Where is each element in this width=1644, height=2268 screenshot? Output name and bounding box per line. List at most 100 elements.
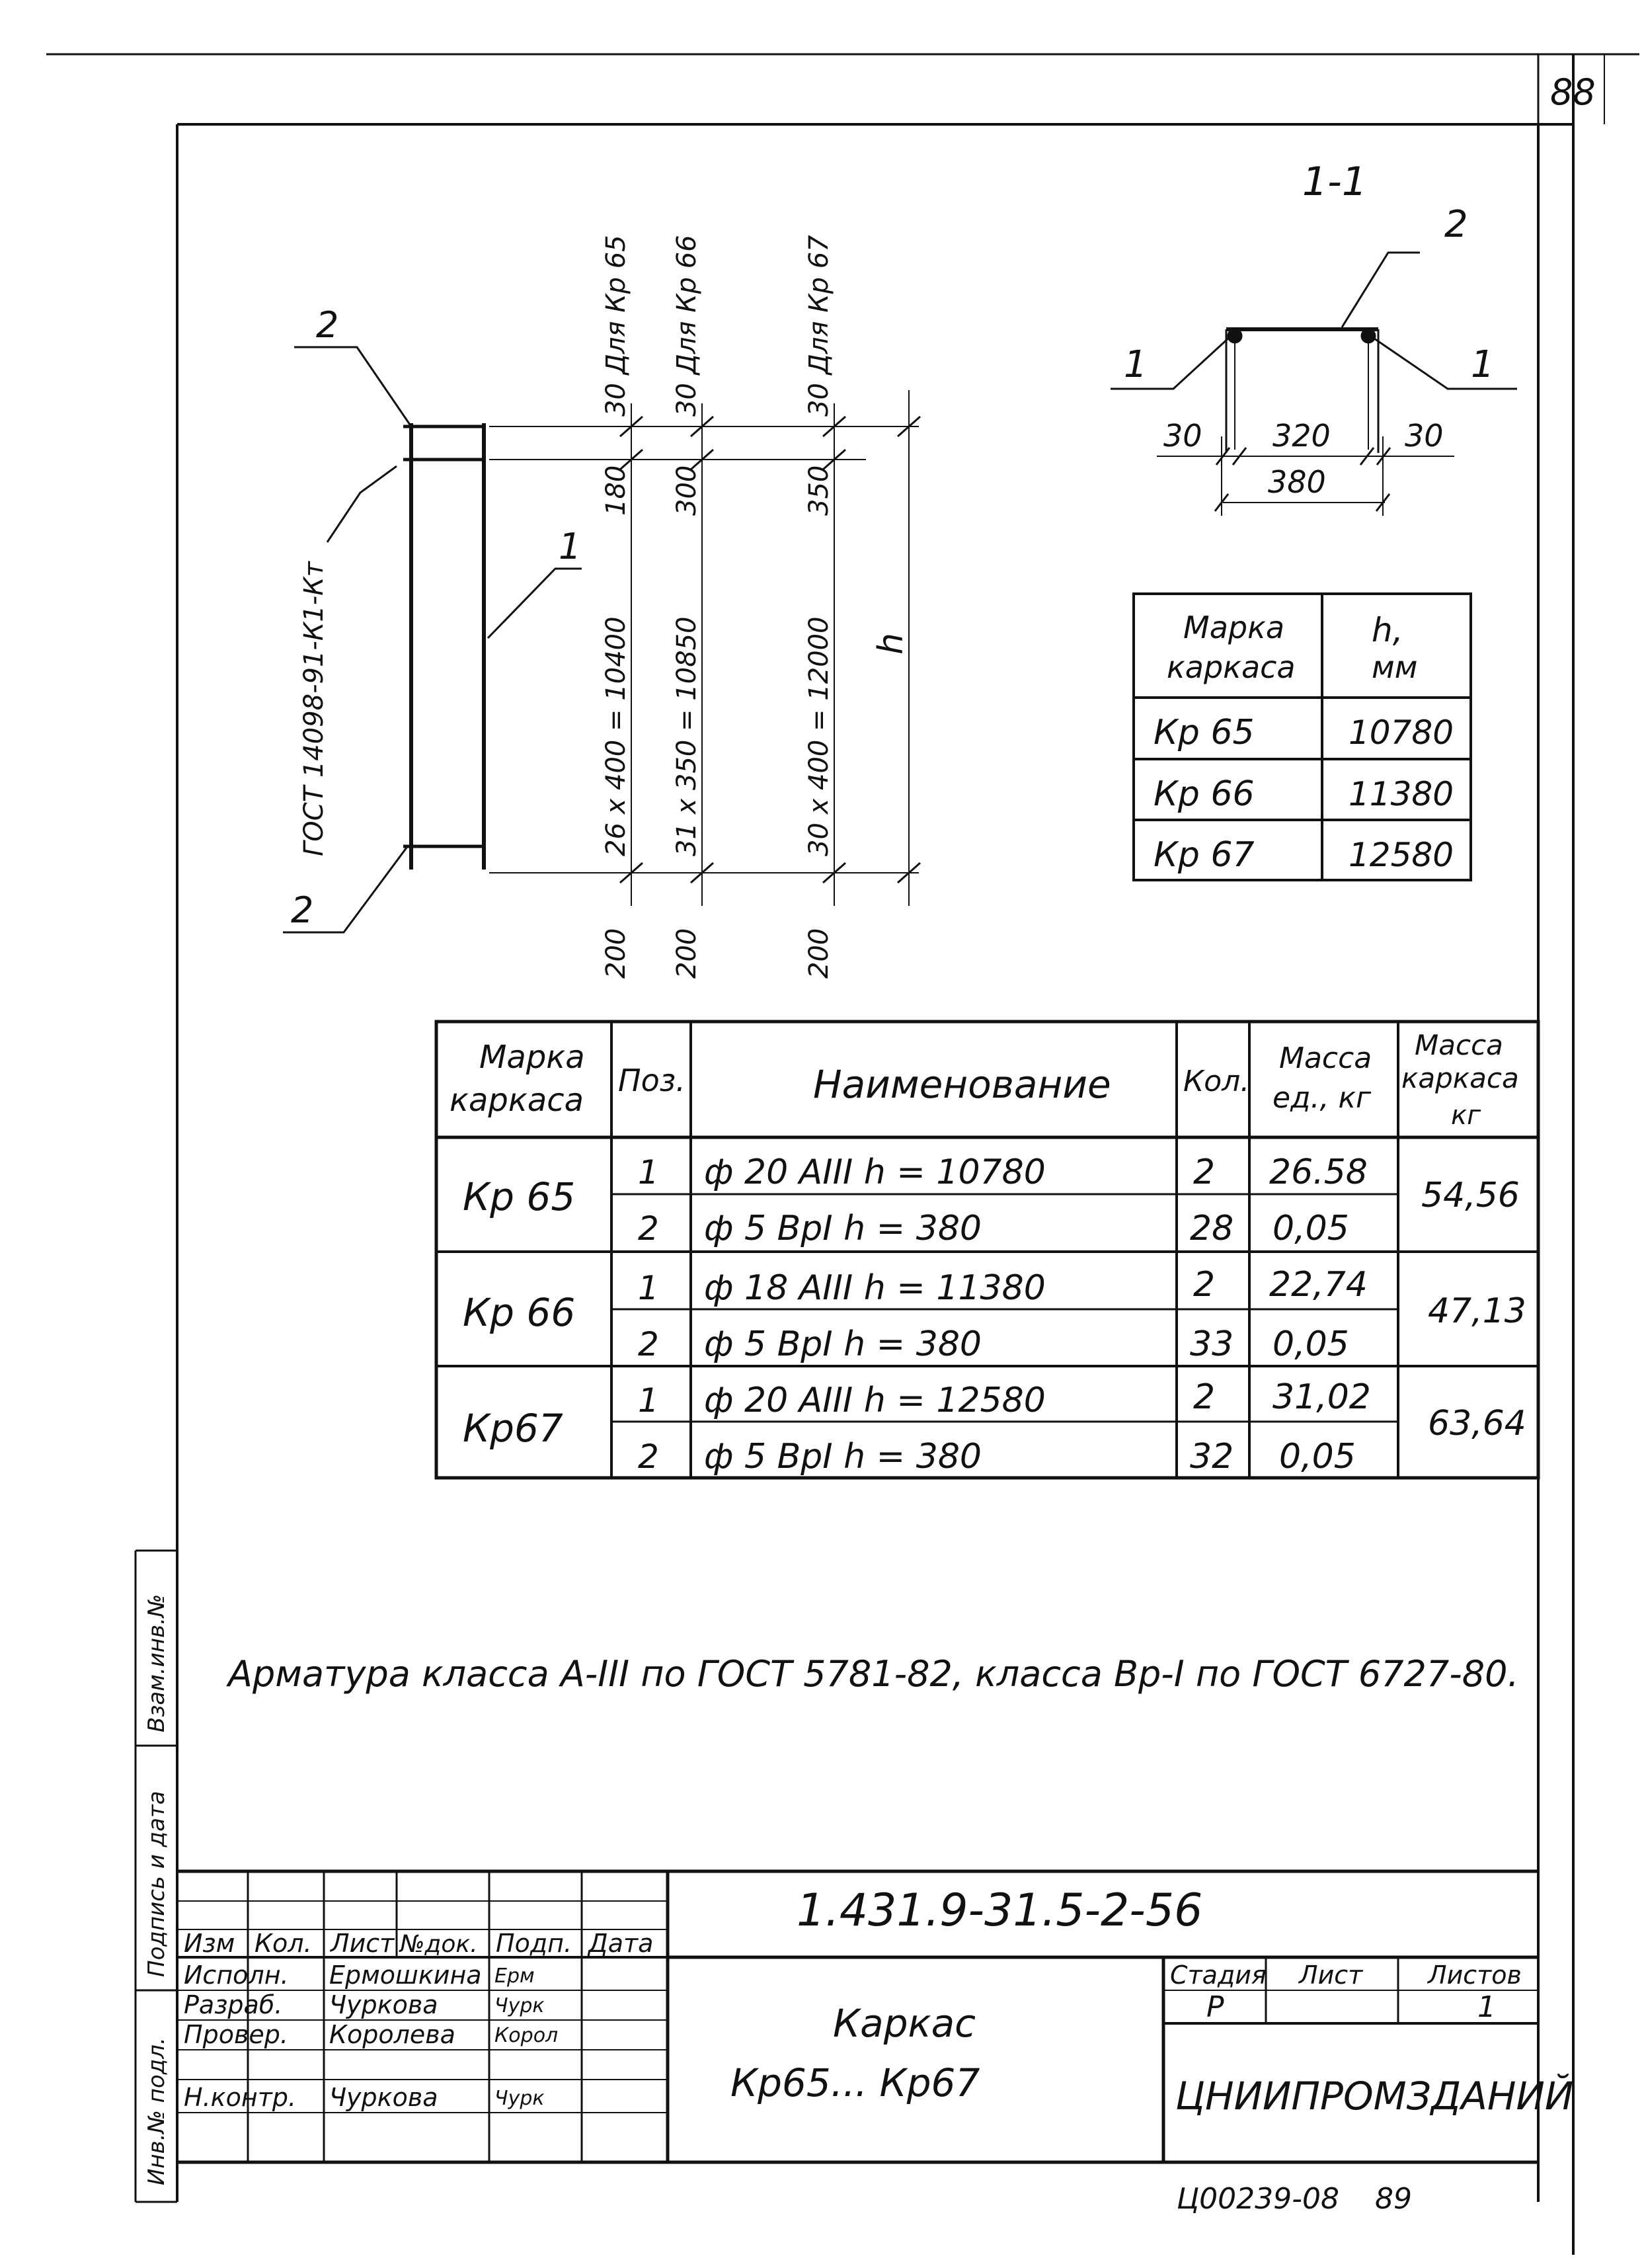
tb-person-row: Н.контр. Чуркова Чурк: [184, 2083, 544, 2112]
tb-role: Исполн.: [184, 1961, 289, 1990]
dim-spacing: 26 x 400 = 10400: [601, 616, 631, 856]
spec-header-frame-mass-3: кг: [1451, 1100, 1481, 1131]
h-table-mark: Кр 66: [1154, 774, 1255, 814]
spec-mass: 31,02: [1272, 1377, 1371, 1417]
dim-spacing: 31 x 350 = 10850: [672, 616, 702, 856]
h-table-mark: Кр 65: [1154, 713, 1255, 752]
tb-sign: Корол: [494, 2024, 558, 2047]
dim-bottom: 200: [804, 928, 834, 979]
section-1-1: [1111, 251, 1517, 516]
tb-sheets-value: 1: [1477, 1990, 1496, 2024]
pos-label-bar: 1: [559, 526, 581, 567]
table-row: 1 ф 20 АIII h = 12580 2 31,02: [638, 1377, 1371, 1420]
spec-name: ф 20 АIII h = 12580: [704, 1381, 1046, 1420]
side-label-replace-inv: Взам.инв.№: [143, 1594, 170, 1732]
spec-header-frame-mass-2: каркаса: [1401, 1062, 1519, 1094]
dim-chain-kp67: 200 30 x 400 = 12000 350 30 Для Кр 67: [804, 235, 834, 979]
section-label: 1-1: [1302, 159, 1367, 205]
dim-note: 30 Для Кр 66: [672, 235, 702, 417]
tb-name: Ермошкина: [329, 1961, 482, 1990]
dim-bottom: 200: [601, 928, 631, 979]
footer-page: 89: [1375, 2182, 1412, 2216]
spec-group-kp67: Кр67 63,64 1 ф 20 АIII h = 12580 2 31,02…: [463, 1377, 1526, 1477]
pos-label-top: 2: [316, 304, 338, 346]
table-row: 2 ф 5 ВрI h = 380 28 0,05: [638, 1209, 1349, 1248]
spec-qty: 28: [1190, 1209, 1233, 1248]
spec-mass: 0,05: [1272, 1324, 1349, 1364]
tb-sign: Ерм: [494, 1964, 535, 1988]
h-table-mark: Кр 67: [1154, 835, 1255, 875]
table-row: 2 ф 5 ВрI h = 380 33 0,05: [638, 1324, 1349, 1364]
tb-col-podp: Подп.: [496, 1929, 572, 1958]
section-dim-total: 380: [1268, 464, 1326, 500]
tb-stage-header: Стадия: [1170, 1961, 1267, 1990]
table-row: 1 ф 20 АIII h = 10780 2 26.58: [638, 1153, 1368, 1192]
spec-header-frame-mass-1: Масса: [1415, 1029, 1503, 1061]
tb-person-row: Исполн. Ермошкина Ерм: [184, 1961, 535, 1990]
spec-qty: 2: [1193, 1265, 1215, 1305]
h-table-header-h-1: h,: [1372, 611, 1403, 649]
spec-name: ф 5 ВрI h = 380: [704, 1437, 982, 1477]
h-table-header-h-2: мм: [1372, 649, 1417, 685]
spec-header-name: Наименование: [813, 1062, 1111, 1107]
spec-mass: 26.58: [1269, 1153, 1368, 1192]
spec-mass: 22,74: [1269, 1265, 1368, 1305]
tb-person-row: Разраб. Чуркова Чурк: [184, 1990, 544, 2019]
tb-sign: Чурк: [494, 1994, 544, 2017]
tb-role: Провер.: [184, 2020, 288, 2049]
doc-code: 1.431.9-31.5-2-56: [797, 1884, 1202, 1937]
spec-frame-mass: 63,64: [1428, 1404, 1526, 1443]
h-table-header-mark-2: каркаса: [1167, 649, 1296, 685]
tb-col-data: Дата: [587, 1929, 653, 1958]
spec-pos: 1: [638, 1153, 659, 1192]
side-label-inv-original: Инв.№ подл.: [143, 2037, 170, 2185]
h-table-h: 11380: [1349, 775, 1454, 813]
spec-qty: 32: [1190, 1437, 1233, 1477]
spec-name: ф 20 АIII h = 10780: [704, 1153, 1046, 1192]
h-table-h: 12580: [1349, 836, 1454, 874]
table-row: 1 ф 18 АIII h = 11380 2 22,74: [638, 1265, 1368, 1308]
h-table-row: Кр 67 12580: [1154, 835, 1454, 875]
tb-stage-value: Р: [1206, 1990, 1224, 2024]
h-table-h: 10780: [1349, 713, 1454, 752]
spec-pos: 1: [638, 1269, 659, 1307]
dim-note: 30 Для Кр 67: [804, 235, 834, 417]
dim-top: 300: [672, 466, 702, 516]
elevation-view: [283, 346, 921, 934]
section-pos-top: 2: [1444, 203, 1468, 246]
spec-qty: 2: [1193, 1377, 1215, 1417]
document-title-line2: Кр65... Кр67: [730, 2060, 980, 2105]
tb-sign: Чурк: [494, 2087, 544, 2110]
section-dim-right: 30: [1405, 418, 1444, 454]
side-label-signature-date: Подпись и дата: [143, 1791, 170, 1977]
title-block-grid: [177, 1869, 1538, 2164]
dim-chain-kp66: 200 31 x 350 = 10850 300 30 Для Кр 66: [672, 235, 702, 979]
spec-header-unit-mass-1: Масса: [1279, 1041, 1372, 1075]
spec-mass: 0,05: [1279, 1437, 1356, 1477]
spec-mark: Кр67: [463, 1406, 563, 1451]
section-dim-left: 30: [1163, 418, 1202, 454]
tb-col-ndok: №док.: [399, 1931, 478, 1958]
dim-top: 180: [601, 466, 631, 516]
spec-frame-mass: 47,13: [1428, 1291, 1526, 1331]
document-title-line1: Каркас: [833, 2001, 976, 2046]
h-dimension-label: h: [871, 633, 911, 655]
spec-qty: 2: [1193, 1153, 1215, 1192]
spec-header-unit-mass-2: ед., кг: [1272, 1081, 1372, 1115]
section-pos-right: 1: [1471, 343, 1495, 386]
h-table: [1132, 592, 1472, 881]
spec-mark: Кр 66: [463, 1290, 575, 1335]
section-dim-mid: 320: [1272, 418, 1331, 454]
table-row: 2 ф 5 ВрI h = 380 32 0,05: [638, 1437, 1356, 1477]
dim-chain-kp65: 200 26 x 400 = 10400 180 30 Для Кр 65: [601, 235, 631, 979]
tb-col-list: Лист: [329, 1929, 395, 1958]
gost-label: ГОСТ 14098-91-К1-Кт: [299, 560, 329, 856]
section-pos-left: 1: [1124, 343, 1148, 386]
dim-note: 30 Для Кр 65: [601, 235, 631, 417]
spec-pos: 2: [638, 1438, 659, 1476]
spec-frame-mass: 54,56: [1421, 1176, 1520, 1215]
spec-name: ф 5 ВрI h = 380: [704, 1324, 982, 1364]
spec-qty: 33: [1190, 1324, 1233, 1364]
spec-header-mark-2: каркаса: [450, 1082, 584, 1119]
